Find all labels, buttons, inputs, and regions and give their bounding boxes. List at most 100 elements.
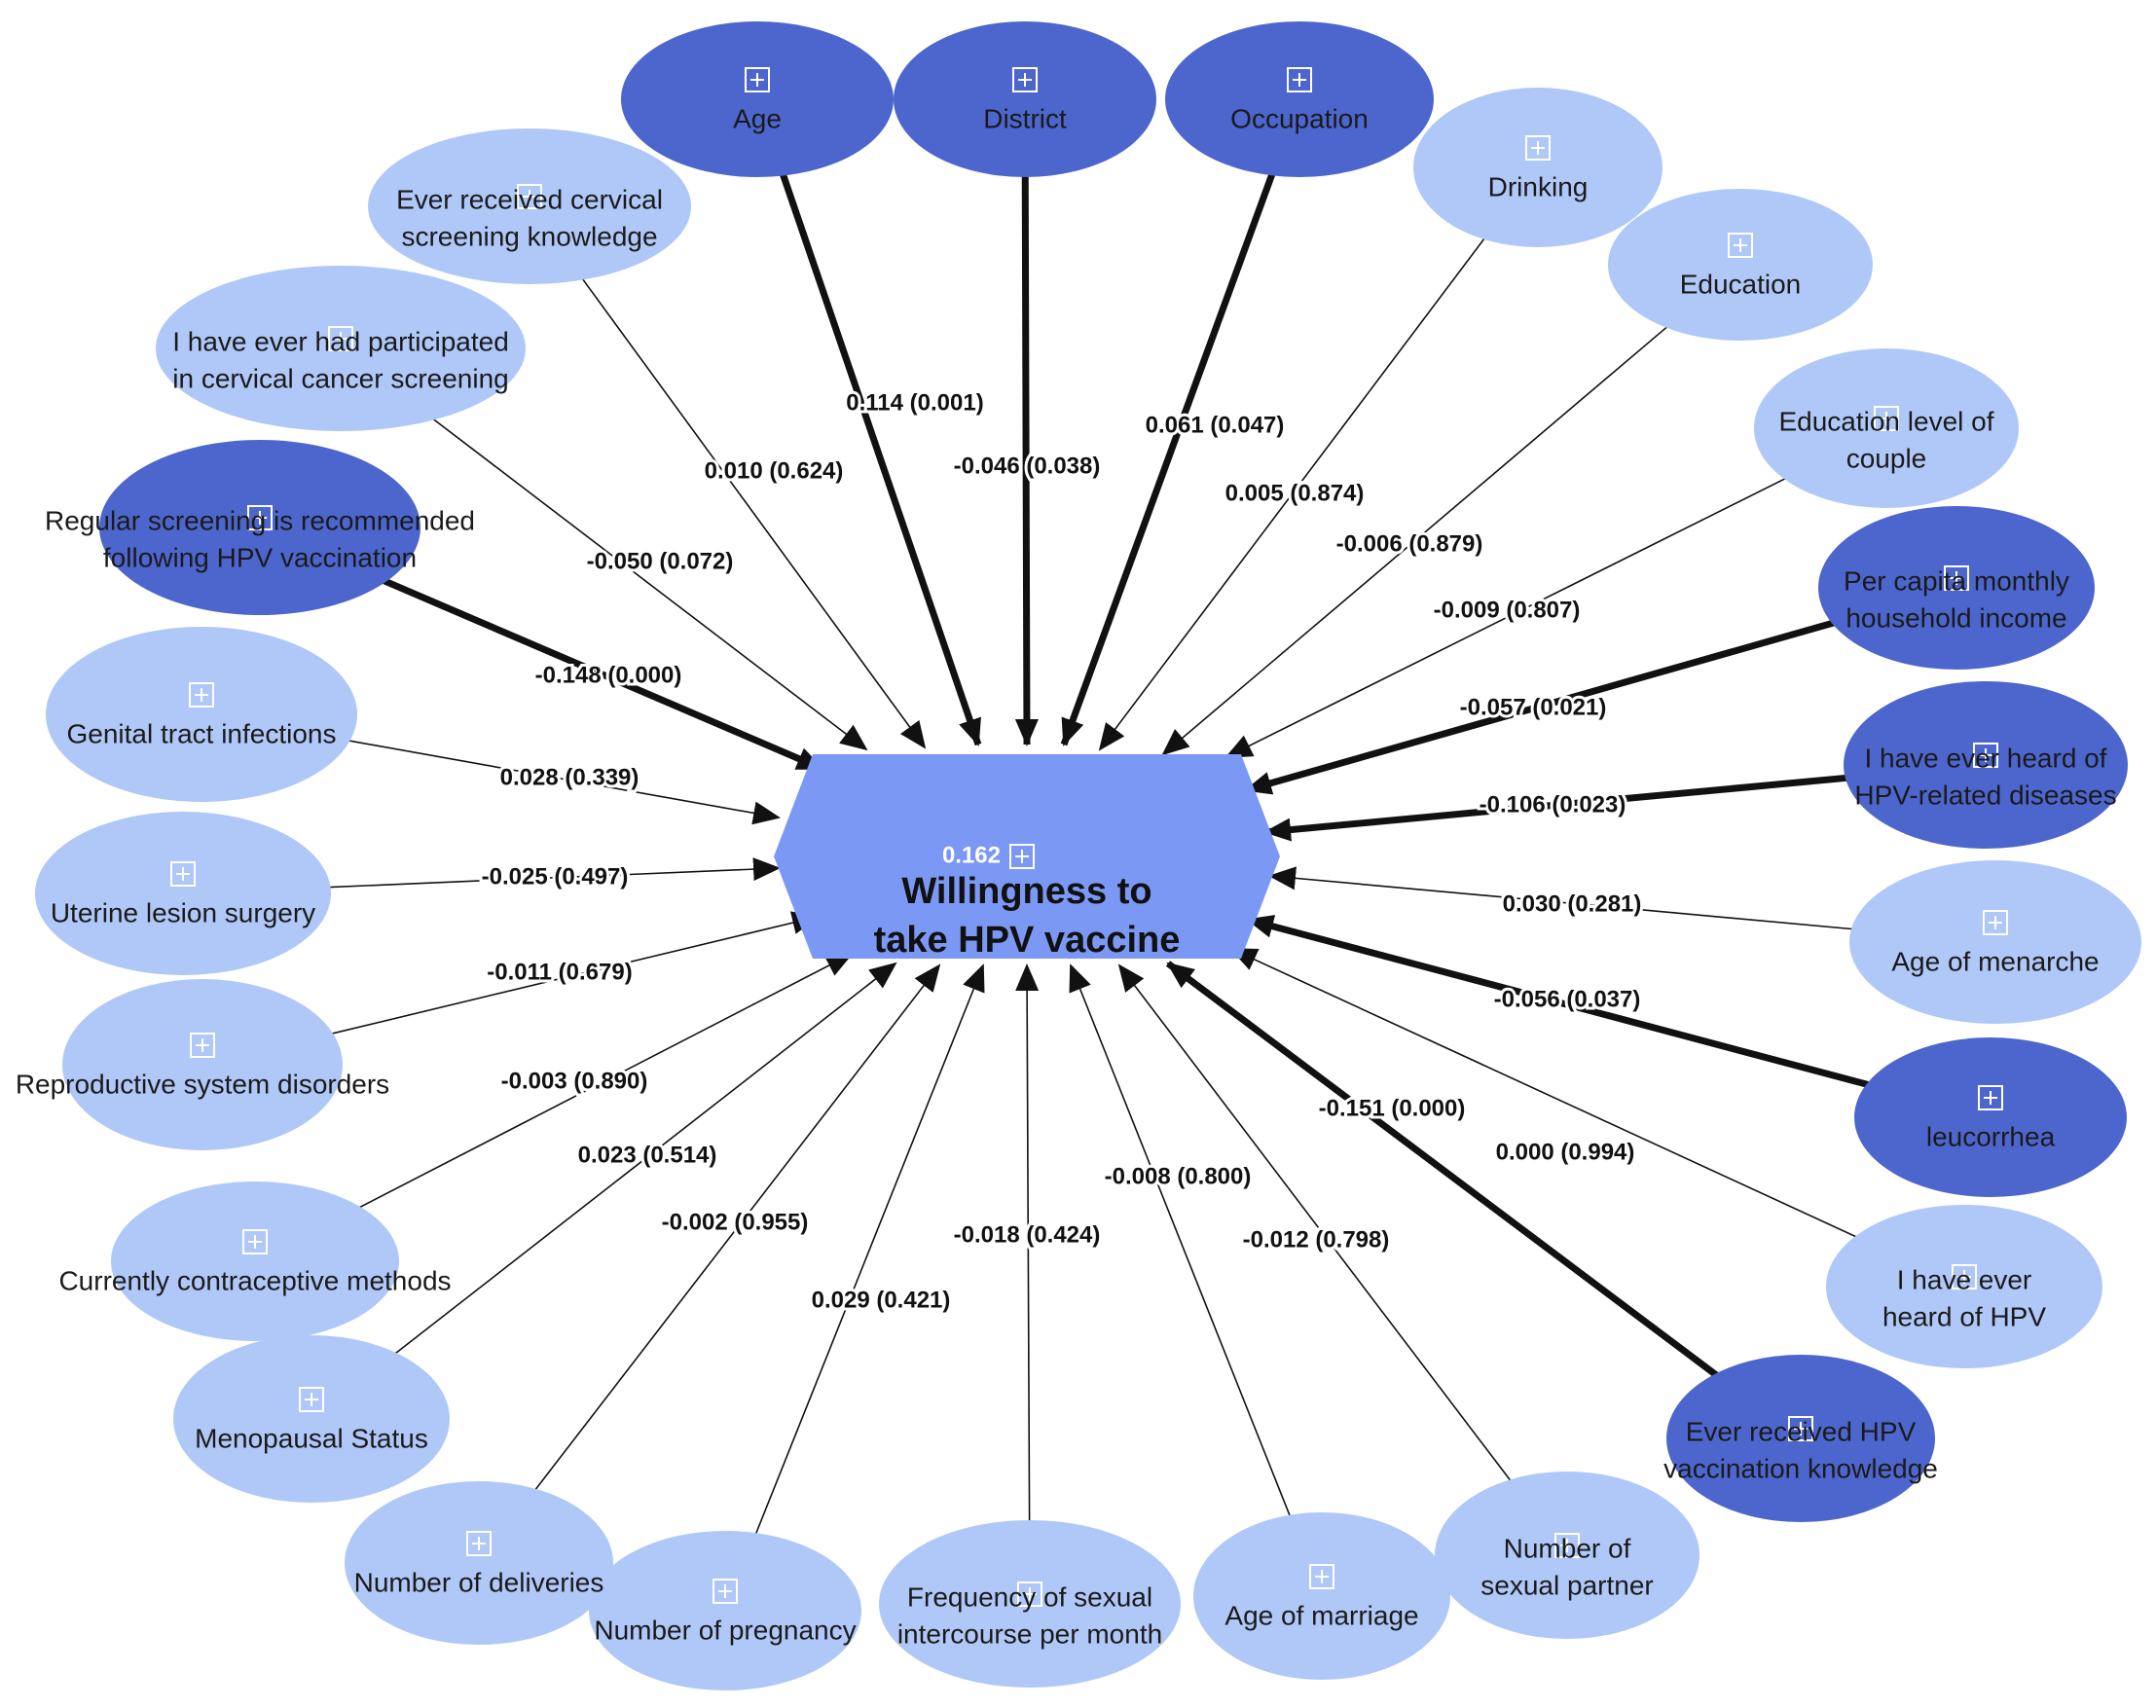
outcome-expand-icon[interactable] [1009, 844, 1035, 869]
node-ellipse[interactable] [345, 1481, 613, 1645]
node-ellipse[interactable] [111, 1181, 399, 1341]
node-drinking[interactable]: Drinking [1413, 88, 1663, 247]
node-expand-icon[interactable] [189, 682, 214, 708]
node-label: Education level of [1778, 406, 1993, 436]
node-expand-icon[interactable] [247, 505, 273, 530]
path-edge-contraceptive [357, 953, 854, 1209]
node-ellipse[interactable] [879, 1520, 1181, 1688]
node-ellipse[interactable] [62, 979, 343, 1150]
node-expand-icon[interactable] [170, 861, 196, 887]
node-genital-infection[interactable]: Genital tract infections [46, 627, 357, 802]
node-expand-icon[interactable] [1287, 67, 1312, 92]
node-ellipse[interactable] [894, 21, 1156, 177]
node-expand-icon[interactable] [328, 326, 353, 351]
path-edge-pregnancy [754, 963, 985, 1536]
path-edge-genital-infection [347, 739, 781, 825]
node-ellipse[interactable] [156, 266, 526, 431]
path-coefficient-district: -0.046 (0.038) [954, 453, 1101, 479]
node-ellipse[interactable] [173, 1335, 450, 1503]
node-expand-icon[interactable] [190, 1033, 215, 1058]
node-expand-icon[interactable] [1788, 1416, 1813, 1441]
node-occupation[interactable]: Occupation [1165, 21, 1434, 177]
node-age[interactable]: Age [621, 21, 894, 177]
node-ellipse[interactable] [368, 128, 691, 284]
node-ellipse[interactable] [1413, 88, 1663, 247]
node-reproductive[interactable]: Reproductive system disorders [16, 979, 389, 1150]
node-ellipse[interactable] [1844, 681, 2128, 849]
node-ellipse[interactable] [1435, 1472, 1699, 1639]
node-expand-icon[interactable] [1554, 1533, 1580, 1558]
node-label: Currently contraceptive methods [58, 1265, 451, 1295]
node-label: intercourse per month [897, 1618, 1162, 1649]
node-expand-icon[interactable] [299, 1387, 324, 1412]
node-ellipse[interactable] [1849, 860, 2141, 1024]
node-expand-icon[interactable] [1525, 135, 1551, 161]
node-expand-icon[interactable] [1012, 67, 1038, 92]
node-expand-icon[interactable] [1309, 1564, 1334, 1589]
path-edge-age [780, 172, 982, 746]
node-menopause[interactable]: Menopausal Status [173, 1335, 450, 1503]
node-ellipse[interactable] [99, 440, 420, 615]
node-district[interactable]: District [894, 21, 1156, 177]
node-expand-icon[interactable] [466, 1531, 492, 1556]
node-education[interactable]: Education [1608, 189, 1873, 341]
node-expand-icon[interactable] [1728, 233, 1753, 258]
node-deliveries[interactable]: Number of deliveries [345, 1481, 613, 1645]
node-expand-icon[interactable] [1978, 1085, 2003, 1110]
node-label: vaccination knowledge [1663, 1453, 1938, 1483]
node-ellipse[interactable] [1818, 506, 2095, 670]
node-expand-icon[interactable] [713, 1579, 738, 1604]
node-expand-icon[interactable] [242, 1229, 268, 1254]
node-contraceptive[interactable]: Currently contraceptive methods [58, 1181, 452, 1341]
path-coefficient-heard-hpv: 0.000 (0.994) [1496, 1139, 1635, 1165]
path-coefficient-occupation: 0.061 (0.047) [1146, 412, 1285, 438]
path-edge-deliveries [533, 963, 941, 1491]
node-hpv-diseases[interactable]: I have ever heard of HPV-related diseases [1844, 681, 2128, 849]
node-ellipse[interactable] [1754, 348, 2019, 508]
node-expand-icon[interactable] [1944, 565, 1969, 591]
node-expand-icon[interactable] [1973, 743, 1998, 768]
node-expand-icon[interactable] [1874, 406, 1899, 431]
node-expand-icon[interactable] [745, 67, 770, 92]
path-coefficient-age: 0.114 (0.001) [846, 389, 983, 416]
node-menarche[interactable]: Age of menarche [1849, 860, 2141, 1024]
node-ellipse[interactable] [1193, 1512, 1450, 1680]
node-screening-recommended[interactable]: Regular screening is recommendedfollowin… [45, 440, 475, 615]
node-uterine-surgery[interactable]: Uterine lesion surgery [35, 812, 331, 975]
node-label: I have ever heard of [1864, 743, 2106, 773]
node-ellipse[interactable] [35, 812, 331, 975]
path-edge-hpv-diseases [1263, 774, 1849, 842]
node-ellipse[interactable] [46, 627, 357, 802]
node-label: following HPV vaccination [103, 542, 417, 572]
node-label: HPV-related diseases [1854, 780, 2116, 810]
node-ellipse[interactable] [1608, 189, 1873, 341]
node-marriage-age[interactable]: Age of marriage [1193, 1512, 1450, 1680]
node-pregnancy[interactable]: Number of pregnancy [589, 1531, 861, 1690]
node-ellipse[interactable] [621, 21, 894, 177]
node-ellipse[interactable] [1165, 21, 1434, 177]
path-coefficient-intercourse-freq: -0.018 (0.424) [954, 1221, 1101, 1248]
node-ellipse[interactable] [1826, 1205, 2102, 1368]
node-ellipse[interactable] [1666, 1355, 1935, 1522]
node-label: Genital tract infections [66, 718, 336, 748]
node-ellipse[interactable] [589, 1531, 861, 1690]
node-leucorrhea[interactable]: leucorrhea [1854, 1037, 2127, 1197]
node-expand-icon[interactable] [1952, 1264, 1977, 1290]
node-ellipse[interactable] [1854, 1037, 2127, 1197]
outcome-title-line: Willingness to [901, 871, 1151, 912]
node-expand-icon[interactable] [517, 184, 542, 209]
node-expand-icon[interactable] [1983, 910, 2008, 935]
path-edge-screening-knowledge [581, 277, 927, 749]
path-edge-education-couple [1224, 477, 1787, 758]
node-expand-icon[interactable] [1017, 1581, 1042, 1607]
